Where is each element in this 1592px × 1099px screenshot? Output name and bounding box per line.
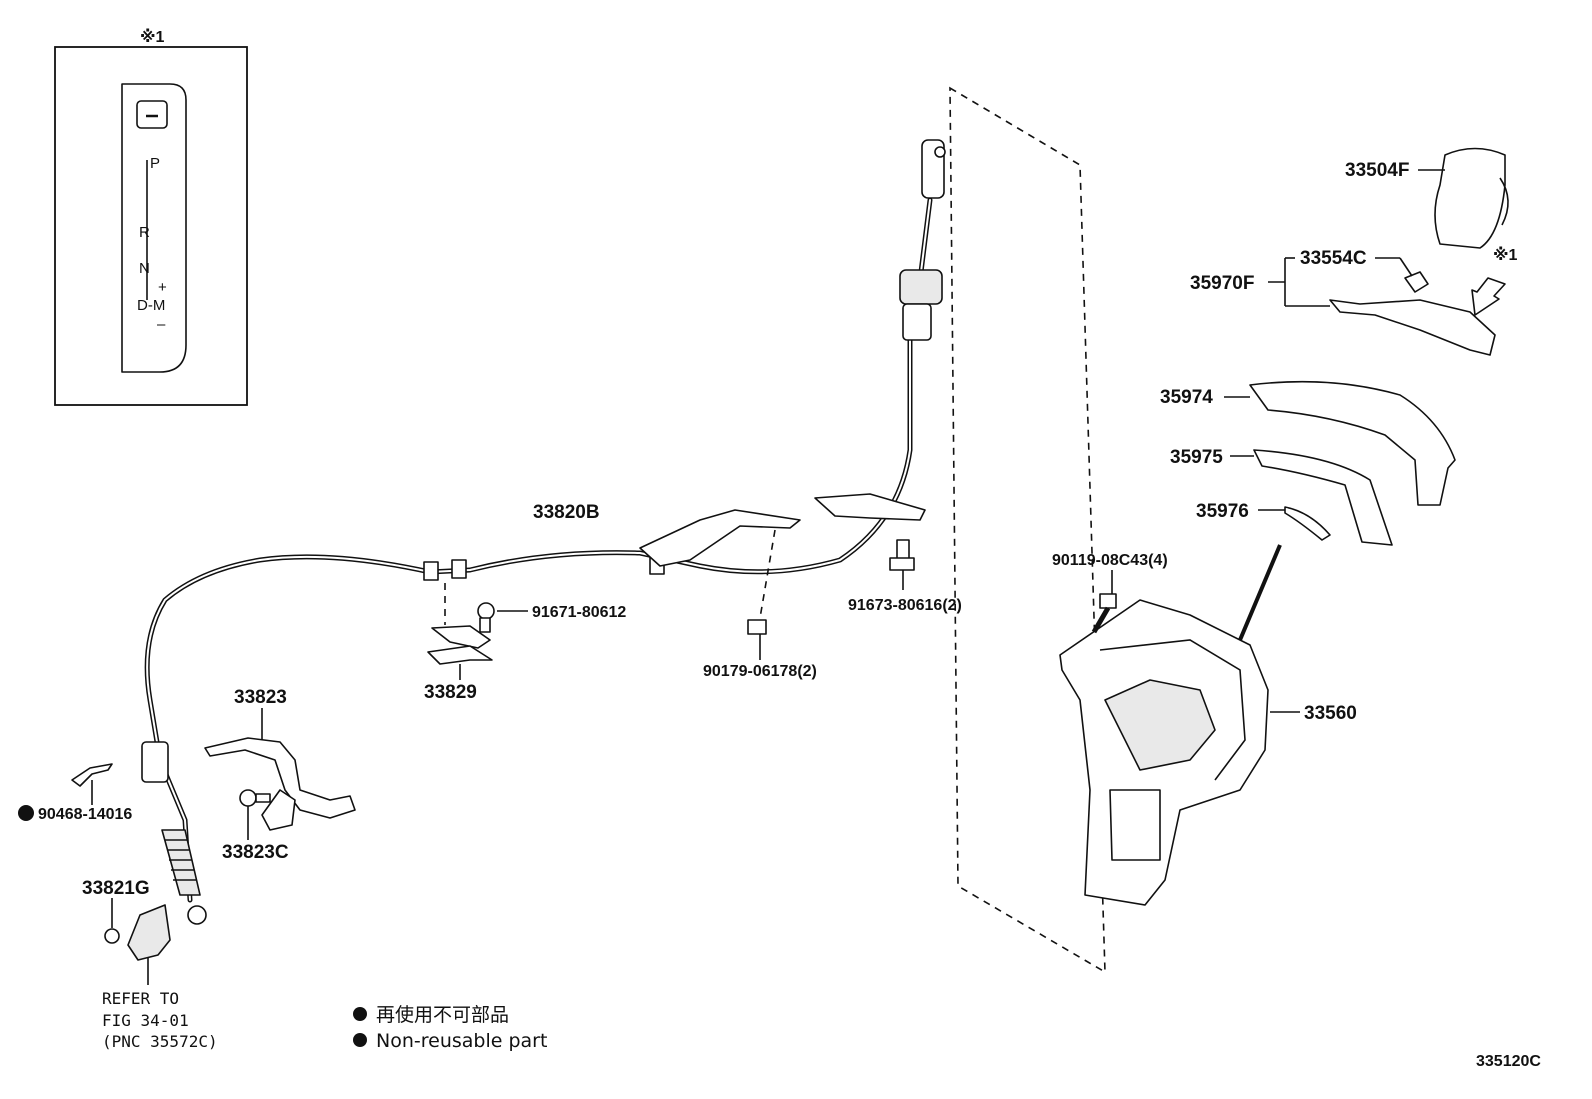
label-90119: 90119-08C43(4) (1052, 552, 1168, 569)
clip-33829 (431, 625, 491, 649)
cable-bracket-upper (814, 493, 926, 521)
label-90468: 90468-14016 (38, 806, 132, 823)
cable-eye-end (187, 905, 207, 925)
legend-jp: 再使用不可部品 (376, 1004, 509, 1026)
shift-lock-button (136, 100, 168, 129)
label-91673: 91673-80616(2) (848, 597, 962, 614)
cover-35974 (1249, 380, 1456, 506)
refer-line1: REFER TO (102, 989, 179, 1008)
view-arrow (1471, 277, 1506, 316)
panel-35975 (1253, 449, 1393, 546)
shift-cable (141, 139, 946, 925)
indicator-35970f (1329, 299, 1496, 356)
cable-grommet-upper (899, 269, 943, 305)
bolt-33823c (239, 789, 257, 807)
nut-90179 (747, 619, 767, 635)
legend-dot-jp (353, 1007, 367, 1021)
part-33554c (1404, 271, 1429, 293)
label-marker-ref: ※1 (1493, 246, 1518, 264)
non-reusable-dot-90468 (18, 805, 34, 821)
label-35974: 35974 (1160, 387, 1213, 408)
cable-bracket-mid (639, 509, 801, 567)
gate-r: R (139, 224, 150, 241)
gate-d-m: D-M (137, 297, 165, 314)
refer-line2: FIG 34-01 (102, 1011, 189, 1030)
dashed-assembly-boundary (949, 86, 1106, 974)
inset-marker: ※1 (140, 28, 165, 46)
cable-boot (161, 829, 201, 896)
bolt-91671 (477, 602, 495, 620)
label-33823c: 33823C (222, 842, 289, 863)
label-33554c: 33554C (1300, 248, 1367, 269)
figure-code: 335120C (1476, 1053, 1541, 1070)
shift-knob-33504f (1434, 147, 1506, 249)
clip-90468 (71, 763, 113, 787)
shift-lever-33560 (1059, 544, 1300, 906)
gate-p: P (150, 155, 160, 172)
legend-en: Non-reusable part (376, 1030, 547, 1052)
bracket-33823 (204, 737, 356, 819)
legend-dot-en (353, 1033, 367, 1047)
refer-line3: (PNC 35572C) (102, 1032, 218, 1051)
label-35970f: 35970F (1190, 273, 1254, 294)
label-33829: 33829 (424, 682, 477, 703)
strip-35976 (1284, 506, 1331, 541)
gate-n: N (139, 260, 150, 277)
nut-33821g (104, 928, 120, 944)
label-33820b: 33820B (533, 502, 600, 523)
gate-plus: + (158, 279, 167, 296)
label-33504f: 33504F (1345, 160, 1409, 181)
bracket-ref-34-01 (127, 904, 171, 961)
cable-end-lower (141, 741, 169, 783)
inset-frame (54, 46, 248, 406)
gate-minus: – (157, 316, 166, 333)
label-35975: 35975 (1170, 447, 1223, 468)
label-35976: 35976 (1196, 501, 1249, 522)
label-33821g: 33821G (82, 878, 150, 899)
label-33823: 33823 (234, 687, 287, 708)
label-91671: 91671-80612 (532, 604, 626, 621)
label-90179: 90179-06178(2) (703, 663, 817, 680)
bolt-90119 (1099, 593, 1117, 609)
label-33560: 33560 (1304, 703, 1357, 724)
gate-plate (121, 83, 187, 373)
inset-shift-gate: ※1 P R N D-M + – (54, 28, 248, 406)
